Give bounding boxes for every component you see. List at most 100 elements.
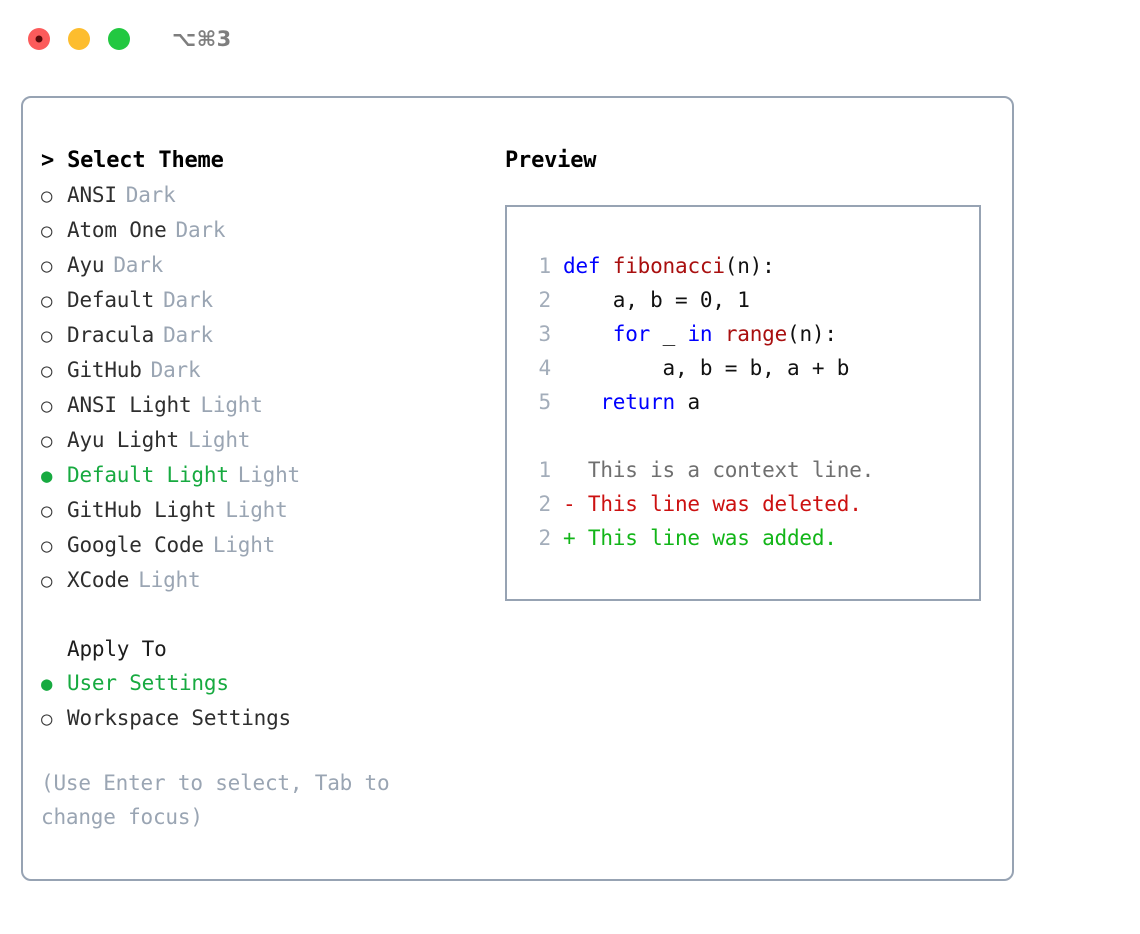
radio-unselected-icon: ○ [41, 430, 53, 452]
diff-marker: + [563, 526, 588, 550]
diff-line: 2 + This line was added. [521, 521, 979, 555]
code-token: a, b = b, a + b [563, 356, 850, 380]
theme-option-github-light[interactable]: ○ GitHub Light Light [41, 493, 493, 528]
radio-selected-icon: ● [41, 673, 53, 695]
keyboard-shortcut-label: ⌥⌘3 [172, 27, 232, 51]
line-number: 1 [538, 458, 552, 482]
theme-option-tag: Dark [113, 253, 164, 277]
radio-unselected-icon: ○ [41, 708, 53, 730]
code-token [563, 317, 613, 351]
theme-option-label: Ayu Light [67, 428, 179, 452]
diff-sample: 1 This is a context line.2- This line wa… [521, 453, 979, 555]
select-theme-heading: > Select Theme [41, 148, 224, 173]
code-token: def [563, 254, 613, 278]
radio-unselected-icon: ○ [41, 500, 53, 522]
theme-option-xcode[interactable]: ○ XCode Light [41, 563, 493, 598]
theme-option-tag: Light [188, 428, 251, 452]
line-number: 2 [538, 492, 552, 516]
theme-option-label: Ayu [67, 253, 105, 277]
preview-heading: Preview [505, 148, 597, 173]
line-number: 2 [538, 526, 552, 550]
apply-to-option-user-settings[interactable]: ● User Settings [41, 666, 493, 701]
code-token [563, 385, 600, 419]
theme-option-label: Dracula [67, 323, 155, 347]
code-token: fibonacci [612, 254, 725, 278]
theme-option-tag: Light [237, 463, 300, 487]
apply-to-option-workspace-settings[interactable]: ○ Workspace Settings [41, 701, 493, 736]
code-line: 5 return a [521, 385, 979, 419]
diff-marker [563, 453, 588, 487]
code-line: 3 for _ in range(n): [521, 317, 979, 351]
code-line: 4 a, b = b, a + b [521, 351, 979, 385]
theme-option-tag: Dark [163, 288, 213, 312]
code-token: in [687, 322, 713, 346]
line-number: 2 [538, 288, 552, 312]
apply-to-option-list: ● User Settings ○ Workspace Settings [41, 666, 493, 736]
code-token: (n): [787, 322, 837, 346]
theme-option-ansi[interactable]: ○ ANSI Dark [41, 178, 493, 213]
theme-option-label: XCode [67, 568, 130, 592]
radio-unselected-icon: ○ [41, 570, 53, 592]
line-number: 1 [538, 254, 552, 278]
theme-option-tag: Light [138, 568, 201, 592]
diff-text: This is a context line. [587, 458, 875, 482]
diff-line: 1 This is a context line. [521, 453, 979, 487]
theme-option-tag: Dark [175, 218, 226, 242]
code-token [712, 317, 724, 351]
code-line: 2 a, b = 0, 1 [521, 283, 979, 317]
theme-option-label: GitHub [67, 358, 142, 382]
code-token: return [600, 390, 676, 414]
list-spacer [41, 598, 493, 632]
line-number: 5 [538, 390, 552, 414]
theme-option-label: Default Light [67, 463, 229, 487]
code-token: a, b = 0, 1 [563, 288, 750, 312]
theme-option-label: Atom One [67, 218, 167, 242]
theme-option-tag: Dark [125, 183, 176, 207]
theme-option-ayu[interactable]: ○ Ayu Dark [41, 248, 493, 283]
radio-unselected-icon: ○ [41, 535, 53, 557]
theme-option-tag: Light [200, 393, 263, 417]
theme-option-tag: Dark [150, 358, 201, 382]
minimize-button[interactable] [68, 28, 90, 50]
theme-option-label: ANSI [67, 183, 117, 207]
maximize-button[interactable] [108, 28, 130, 50]
theme-option-label: GitHub Light [67, 498, 217, 522]
theme-option-tag: Light [225, 498, 288, 522]
line-number: 4 [538, 356, 552, 380]
radio-unselected-icon: ○ [41, 290, 53, 312]
apply-to-heading: Apply To [67, 637, 167, 661]
radio-unselected-icon: ○ [41, 185, 53, 207]
theme-option-atom-one[interactable]: ○ Atom One Dark [41, 213, 493, 248]
diff-text: This line was added. [587, 526, 837, 550]
window-controls [28, 28, 130, 50]
window-titlebar: ⌥⌘3 [0, 0, 1140, 78]
radio-unselected-icon: ○ [41, 220, 53, 242]
code-token: for [612, 322, 651, 346]
diff-marker: - [563, 492, 588, 516]
code-token: _ [650, 322, 688, 346]
radio-unselected-icon: ○ [41, 255, 53, 277]
theme-option-tag: Light [212, 533, 276, 557]
radio-unselected-icon: ○ [41, 360, 53, 382]
apply-to-option-label: User Settings [67, 671, 229, 695]
diff-line: 2- This line was deleted. [521, 487, 979, 521]
theme-option-ayu-light[interactable]: ○ Ayu Light Light [41, 423, 493, 458]
line-number: 3 [538, 322, 552, 346]
code-token: range [724, 322, 788, 346]
code-diff-separator [521, 419, 979, 453]
diff-text: This line was deleted. [587, 492, 862, 516]
close-button[interactable] [28, 28, 50, 50]
theme-option-github[interactable]: ○ GitHub Dark [41, 353, 493, 388]
radio-unselected-icon: ○ [41, 395, 53, 417]
apply-to-option-label: Workspace Settings [67, 706, 291, 730]
